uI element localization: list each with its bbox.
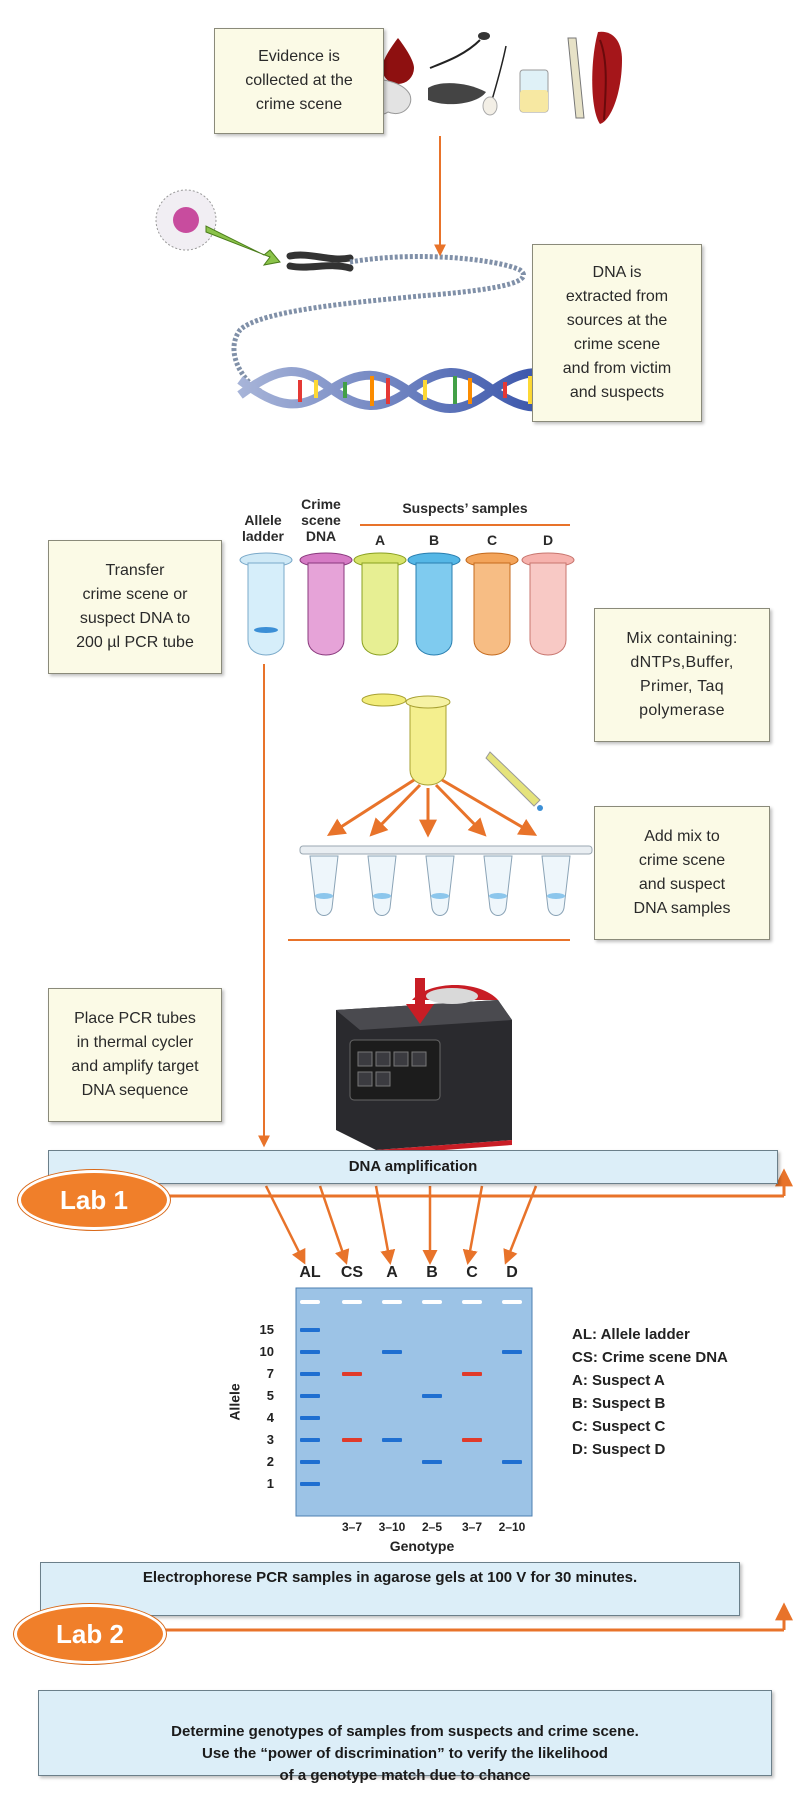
add-mix-note: Add mix to crime scene and suspect DNA s… xyxy=(594,806,770,940)
electrophorese-bar: Electrophorese PCR samples in agarose ge… xyxy=(40,1562,740,1616)
dna-amplification-label: DNA amplification xyxy=(348,1158,478,1175)
lab1-badge: Lab 1 xyxy=(18,1170,170,1230)
mix-tube-illustration xyxy=(361,693,543,811)
legend-d: D: Suspect D xyxy=(572,1441,666,1458)
gel-band-al-2 xyxy=(300,1460,320,1464)
genotype-a: 3–10 xyxy=(378,1520,406,1534)
gel-well-c xyxy=(462,1300,482,1304)
legend-al: AL: Allele ladder xyxy=(572,1326,690,1343)
gel-band-d-2 xyxy=(502,1460,522,1464)
allele-tick-10: 10 xyxy=(259,1344,274,1359)
thermal-cycler-illustration xyxy=(336,978,512,1155)
lane-arrows xyxy=(264,1185,538,1265)
lab2-arrow xyxy=(160,1602,793,1632)
lab1-arrow xyxy=(160,1168,793,1198)
gel-band-al-7 xyxy=(300,1372,320,1376)
gel-x-axis-label: Genotype xyxy=(389,1538,455,1554)
genotype-determination-label: Determine genotypes of samples from susp… xyxy=(171,1723,639,1784)
transfer-note: Transfer crime scene or suspect DNA to 2… xyxy=(48,540,222,674)
pcr-strip-tubes xyxy=(288,845,593,941)
cell-chromosome-illustration xyxy=(155,189,526,395)
gel-band-c-7 xyxy=(462,1372,482,1376)
sample-tubes-row xyxy=(239,524,575,656)
suspect-letter-c: C xyxy=(486,532,498,548)
gel-band-al-5 xyxy=(300,1394,320,1398)
gel-band-a-3 xyxy=(382,1438,402,1442)
gel-lane-label-d: D xyxy=(506,1264,518,1281)
gel-band-b-5 xyxy=(422,1394,442,1398)
suspect-letter-b: B xyxy=(428,532,440,548)
gel-lane-label-cs: CS xyxy=(340,1264,364,1281)
allele-tick-3: 3 xyxy=(266,1432,274,1447)
crime-scene-header: Crime scene DNA xyxy=(301,496,341,544)
gel-well-b xyxy=(422,1300,442,1304)
gel-band-d-10 xyxy=(502,1350,522,1354)
allele-ladder-header: Allele ladder xyxy=(241,512,284,544)
gel-well-al xyxy=(300,1300,320,1304)
allele-tick-15: 15 xyxy=(259,1322,274,1337)
genotype-d: 2–10 xyxy=(498,1520,526,1534)
allele-tick-4: 4 xyxy=(266,1410,274,1425)
gel-well-a xyxy=(382,1300,402,1304)
genotype-determination-bar: Determine genotypes of samples from susp… xyxy=(38,1690,772,1784)
gel-band-c-3 xyxy=(462,1438,482,1442)
suspect-letter-d: D xyxy=(542,532,554,548)
genotype-b: 2–5 xyxy=(421,1520,443,1534)
electrophorese-label: Electrophorese PCR samples in agarose ge… xyxy=(142,1569,638,1586)
gel-lane-label-a: A xyxy=(386,1264,398,1281)
gel-lane-label-al: AL xyxy=(299,1264,321,1281)
dna-helix-illustration xyxy=(237,367,563,413)
dna-extraction-note: DNA is extracted from sources at the cri… xyxy=(532,244,702,422)
mix-arrows xyxy=(326,778,538,838)
suspects-samples-header: Suspects’ samples xyxy=(402,500,528,516)
gel-well-d xyxy=(502,1300,522,1304)
gel-lane-label-c: C xyxy=(466,1264,478,1281)
gel-well-cs xyxy=(342,1300,362,1304)
gel-band-cs-3 xyxy=(342,1438,362,1442)
allele-tick-2: 2 xyxy=(266,1454,274,1469)
gel-band-al-3 xyxy=(300,1438,320,1442)
gel-band-cs-7 xyxy=(342,1372,362,1376)
lab2-badge: Lab 2 xyxy=(14,1604,166,1664)
gel-band-al-4 xyxy=(300,1416,320,1420)
legend-cs: CS: Crime scene DNA xyxy=(572,1349,728,1366)
gel-band-a-10 xyxy=(382,1350,402,1354)
gel-bands xyxy=(300,1300,522,1486)
allele-tick-5: 5 xyxy=(266,1388,274,1403)
evidence-note: Evidence is collected at the crime scene xyxy=(214,28,384,134)
legend-a: A: Suspect A xyxy=(572,1372,665,1389)
gel-band-b-2 xyxy=(422,1460,442,1464)
mix-note: Mix containing: dNTPs,Buffer, Primer, Ta… xyxy=(594,608,770,742)
genotype-cs: 3–7 xyxy=(341,1520,363,1534)
gel-y-axis-label: Allele xyxy=(226,1383,243,1421)
genotype-c: 3–7 xyxy=(461,1520,483,1534)
gel-band-al-15 xyxy=(300,1328,320,1332)
evidence-icons xyxy=(364,31,622,124)
suspect-letter-a: A xyxy=(374,532,386,548)
gel-band-al-10 xyxy=(300,1350,320,1354)
legend-b: B: Suspect B xyxy=(572,1395,666,1412)
gel-lane-label-b: B xyxy=(426,1264,438,1281)
allele-tick-1: 1 xyxy=(266,1476,274,1491)
thermal-cycler-note: Place PCR tubes in thermal cycler and am… xyxy=(48,988,222,1122)
dna-amplification-bar: DNA amplification xyxy=(48,1150,778,1184)
gel-box xyxy=(295,1287,533,1517)
gel-band-al-1 xyxy=(300,1482,320,1486)
allele-tick-7: 7 xyxy=(266,1366,274,1381)
legend-c: C: Suspect C xyxy=(572,1418,666,1435)
